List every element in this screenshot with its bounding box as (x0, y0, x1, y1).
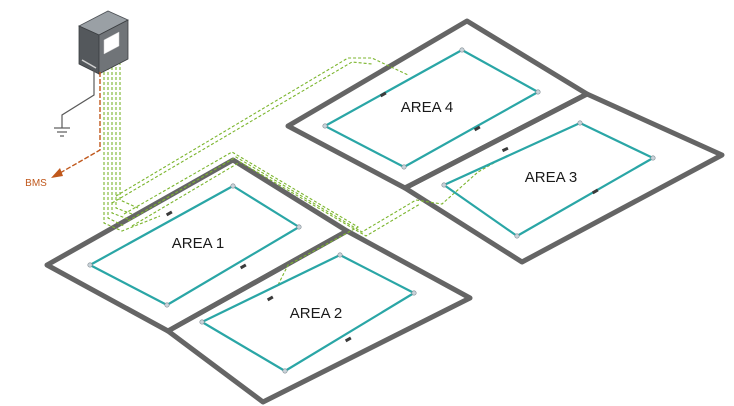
corner-marker (322, 123, 328, 129)
area-label-2: AREA 2 (290, 305, 343, 322)
ground-connection (54, 70, 95, 137)
corner-marker (650, 155, 656, 161)
feed-wire (107, 62, 125, 227)
corner-marker (441, 182, 447, 188)
bms-connection (51, 72, 101, 178)
corner-marker (535, 89, 541, 95)
feed-wire-area-3 (131, 161, 421, 237)
corner-marker (199, 319, 205, 325)
loop-connectors (165, 91, 599, 343)
connector (379, 91, 387, 98)
feed-wires (103, 57, 509, 286)
feed-wire-area-4 (111, 61, 373, 204)
connector (344, 336, 352, 343)
floor-frames (44, 18, 725, 405)
frame-area-2 (165, 228, 473, 405)
loop-corners (87, 47, 656, 374)
connector (501, 146, 509, 153)
sensor-loops (88, 48, 655, 373)
controller-detail (81, 59, 97, 69)
feed-wire (103, 62, 161, 232)
bms-arrow-icon (51, 168, 63, 178)
corner-marker (87, 262, 93, 268)
connector (165, 210, 173, 217)
feed-wire-area-3 (127, 154, 509, 233)
corner-marker (577, 120, 583, 126)
area-label-1: AREA 1 (172, 235, 225, 252)
corner-marker (337, 252, 343, 258)
corner-marker (282, 368, 288, 374)
bms-label: BMS (25, 178, 47, 189)
corner-marker (401, 164, 407, 170)
corner-marker (411, 290, 417, 296)
corner-marker (459, 47, 465, 53)
connector (239, 263, 247, 270)
controller-display (103, 31, 120, 55)
area-label-3: AREA 3 (525, 169, 578, 186)
area-label-4: AREA 4 (401, 99, 454, 116)
feed-wire-area-4 (115, 57, 409, 197)
frame-area-4 (285, 18, 590, 191)
corner-marker (164, 302, 170, 308)
feed-wire-area-2 (123, 151, 360, 286)
feed-wire (111, 62, 129, 220)
connector (591, 188, 599, 195)
bms-wire (59, 72, 101, 174)
connector (266, 295, 274, 302)
ground-wire (61, 70, 95, 128)
controller-unit (78, 10, 129, 75)
feed-wire (119, 62, 139, 209)
connector (473, 125, 481, 132)
corner-marker (296, 224, 302, 230)
corner-marker (230, 183, 236, 189)
feed-wire (115, 62, 133, 215)
corner-marker (514, 233, 520, 239)
